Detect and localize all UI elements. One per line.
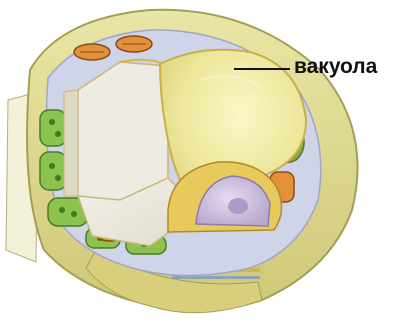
chloroplast bbox=[40, 110, 66, 146]
nucleolus bbox=[228, 198, 248, 214]
vacuole-label: вакуола bbox=[294, 56, 377, 77]
chloroplast bbox=[40, 152, 66, 190]
cut-away-left-wall bbox=[64, 90, 78, 196]
cut-away-back-wall bbox=[78, 62, 168, 200]
wall-stripe-2 bbox=[172, 276, 260, 279]
